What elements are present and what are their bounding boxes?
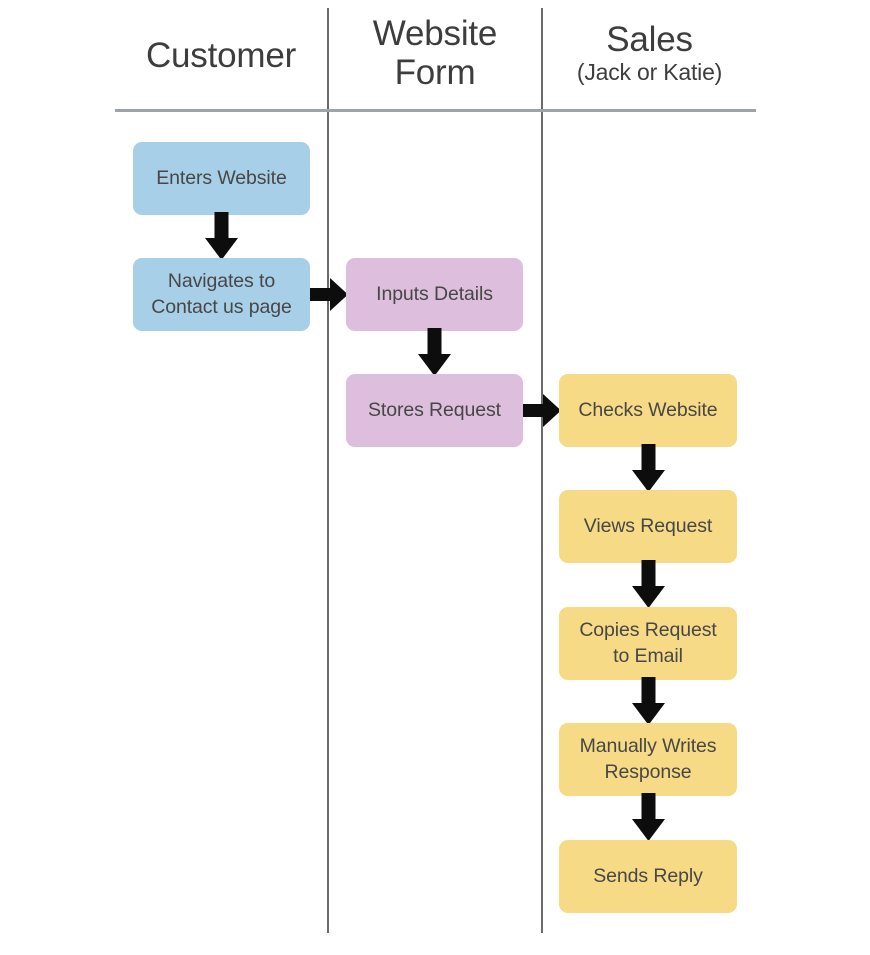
arrow-enters-website-to-navigates [205,212,238,260]
lane-divider-website-sales [541,8,543,933]
arrow-stores-request-to-checks-website [523,394,561,427]
lane-title-website-form: Website Form [372,14,498,93]
node-enters-website[interactable]: Enters Website [133,142,310,215]
arrow-views-request-to-copies-request [632,560,665,608]
arrow-checks-website-to-views-request [632,444,665,492]
node-manually-writes-response[interactable]: Manually Writes Response [559,723,737,796]
arrow-navigates-to-inputs-details [310,278,348,311]
node-checks-website[interactable]: Checks Website [559,374,737,447]
node-views-request[interactable]: Views Request [559,490,737,563]
arrow-copies-request-to-manually-writes [632,677,665,725]
lane-header-sales: Sales (Jack or Katie) [543,20,756,86]
lane-header-website-form: Website Form [329,14,541,92]
lane-divider-customer-website [327,8,329,933]
node-inputs-details[interactable]: Inputs Details [346,258,523,331]
node-sends-reply[interactable]: Sends Reply [559,840,737,913]
arrow-manually-writes-to-sends-reply [632,793,665,841]
node-navigates-to-contact-us[interactable]: Navigates to Contact us page [133,258,310,331]
lane-title-sales: Sales [606,20,693,59]
lane-title-customer: Customer [145,36,297,75]
lane-subtitle-sales: (Jack or Katie) [576,59,723,86]
node-stores-request[interactable]: Stores Request [346,374,523,447]
lane-header-customer: Customer [115,36,327,75]
node-copies-request-to-email[interactable]: Copies Request to Email [559,607,737,680]
lane-header-rule [115,109,756,112]
arrow-inputs-details-to-stores-request [418,328,451,376]
